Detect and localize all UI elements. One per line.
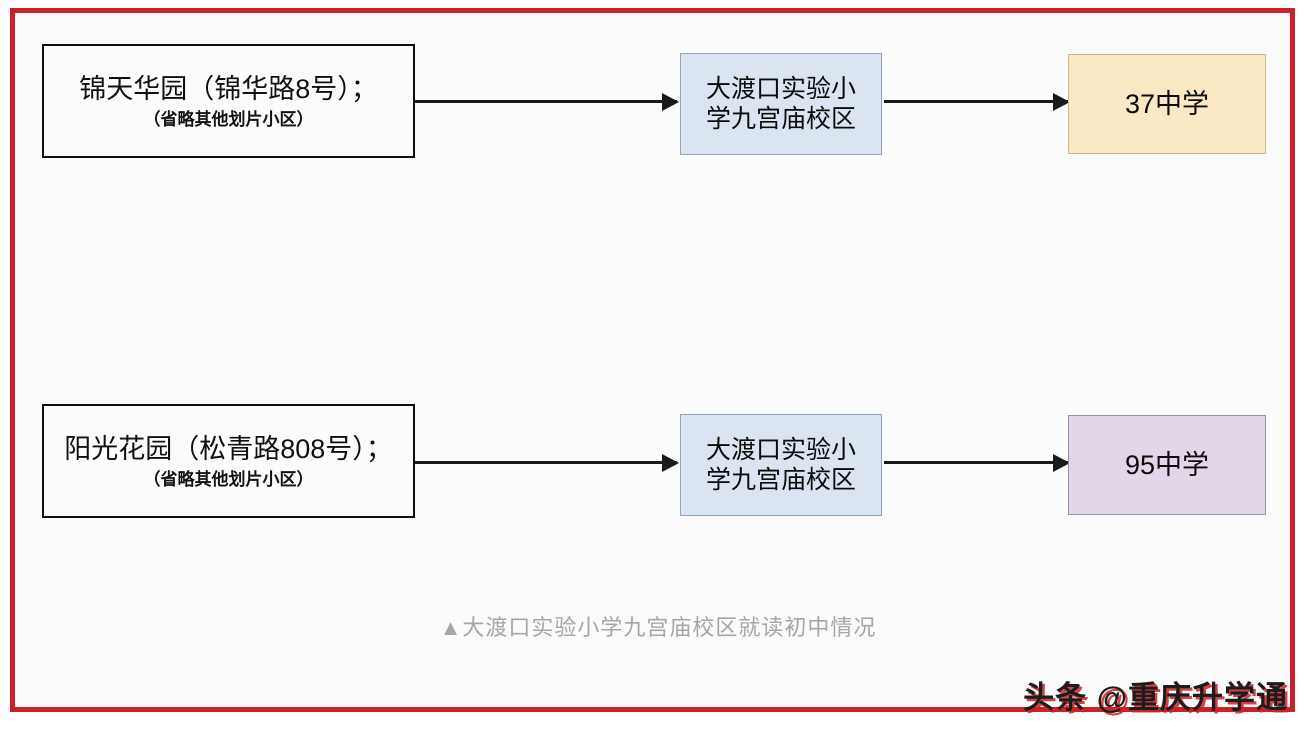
diagram-caption: ▲大渡口实验小学九宫庙校区就读初中情况: [439, 615, 877, 640]
community-name-row-2: 阳光花园（松青路808号）；: [64, 433, 393, 464]
middle-school-box-row-1: 37中学: [1068, 54, 1266, 154]
primary-school-label-row-2: 大渡口实验小 学九宫庙校区: [700, 435, 862, 496]
arrow-community-to-school-row-1: [415, 100, 677, 103]
arrow-school-to-middle-row-2: [884, 461, 1068, 464]
primary-school-label-line2-row-2: 学九宫庙校区: [705, 466, 856, 494]
primary-school-label-line2-row-1: 学九宫庙校区: [705, 105, 856, 133]
community-box-row-1: 锦天华园（锦华路8号）； （省略其他划片小区）: [42, 44, 415, 158]
arrow-community-to-school-row-2: [415, 461, 677, 464]
primary-school-box-row-2: 大渡口实验小 学九宫庙校区: [680, 414, 882, 516]
primary-school-label-line1-row-2: 大渡口实验小: [705, 435, 856, 464]
arrow-school-to-middle-row-1: [884, 100, 1068, 103]
primary-school-label-line1-row-1: 大渡口实验小: [705, 74, 856, 103]
primary-school-box-row-1: 大渡口实验小 学九宫庙校区: [680, 53, 882, 155]
community-note-row-2: （省略其他划片小区）: [143, 470, 314, 490]
community-note-row-1: （省略其他划片小区）: [143, 110, 314, 130]
primary-school-label-row-1: 大渡口实验小 学九宫庙校区: [700, 74, 862, 135]
middle-school-label-row-2: 95中学: [1124, 449, 1210, 480]
middle-school-box-row-2: 95中学: [1068, 415, 1266, 515]
watermark-text: 头条 @重庆升学通: [1023, 680, 1288, 715]
community-box-row-2: 阳光花园（松青路808号）； （省略其他划片小区）: [42, 404, 415, 518]
community-name-row-1: 锦天华园（锦华路8号）；: [79, 73, 378, 104]
middle-school-label-row-1: 37中学: [1124, 88, 1210, 119]
